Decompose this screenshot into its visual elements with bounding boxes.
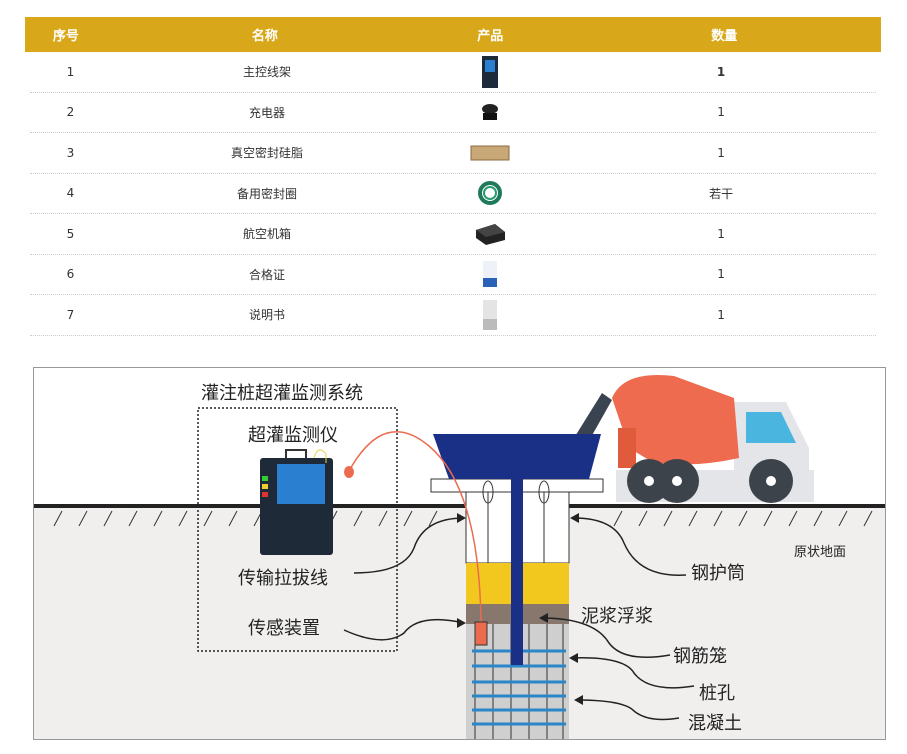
monitor-device xyxy=(260,449,333,555)
concrete-mixer-truck xyxy=(574,374,814,503)
table-row: 1 主控线架 1 xyxy=(30,52,876,93)
header-product: 产品 xyxy=(477,29,504,44)
table-row: 7 说明书 1 xyxy=(30,295,876,336)
header-no: 序号 xyxy=(52,29,79,44)
concrete-label: 混凝土 xyxy=(688,713,742,734)
header-name: 名称 xyxy=(251,29,278,44)
cage-label: 钢筋笼 xyxy=(673,646,727,667)
main-controller-image xyxy=(423,54,556,90)
row-no: 6 xyxy=(66,267,75,282)
row-qty: 1 xyxy=(717,307,725,322)
row-name: 主控线架 xyxy=(243,65,292,80)
sensor-device xyxy=(474,621,488,646)
monitoring-system-diagram: 灌注桩超灌监测系统 超灌监测仪 传输拉拔线 传感装置 钢护筒 原状地面 泥浆浮浆… xyxy=(33,367,886,740)
row-no: 7 xyxy=(66,307,75,322)
row-name: 充电器 xyxy=(249,105,286,120)
table-header: 序号 名称 产品 数量 xyxy=(25,17,881,52)
leader-arrowheads xyxy=(457,513,583,705)
system-title-label: 灌注桩超灌监测系统 xyxy=(201,383,363,404)
row-no: 3 xyxy=(66,145,75,160)
sensor-label: 传感装置 xyxy=(248,618,320,639)
row-no: 5 xyxy=(66,226,75,241)
transmission-cable xyxy=(348,430,482,623)
row-name: 备用密封圈 xyxy=(237,186,298,201)
flight-case-image xyxy=(423,222,556,246)
device-label: 超灌监测仪 xyxy=(248,425,338,446)
cable-label: 传输拉拔线 xyxy=(238,568,328,589)
row-qty: 1 xyxy=(717,226,725,241)
ground-label: 原状地面 xyxy=(794,545,847,560)
system-dashed-box xyxy=(197,407,398,652)
row-qty: 1 xyxy=(717,105,725,120)
row-name: 合格证 xyxy=(249,267,286,282)
manual-image xyxy=(423,299,556,331)
table-row: 3 真空密封硅脂 1 xyxy=(30,133,876,174)
row-no: 1 xyxy=(66,64,75,79)
row-no: 4 xyxy=(66,186,75,201)
row-name: 真空密封硅脂 xyxy=(231,146,304,161)
row-qty: 1 xyxy=(716,64,726,79)
table-row: 2 充电器 1 xyxy=(30,93,876,133)
row-qty: 若干 xyxy=(709,186,734,201)
casing-label: 钢护筒 xyxy=(691,563,745,584)
table-row: 6 合格证 1 xyxy=(30,255,876,295)
silicone-grease-box-image xyxy=(423,143,556,163)
header-qty: 数量 xyxy=(711,29,738,44)
table-row: 4 备用密封圈 若干 xyxy=(30,174,876,214)
row-no: 2 xyxy=(66,105,75,120)
certificate-image xyxy=(423,260,556,288)
leader-lines xyxy=(343,517,695,721)
table-row: 5 航空机箱 1 xyxy=(30,214,876,255)
seal-rings-image xyxy=(423,180,556,206)
slurry-label: 泥浆浮浆 xyxy=(581,606,653,627)
hole-label: 桩孔 xyxy=(699,683,735,704)
product-list-table: 序号 名称 产品 数量 1 主控线架 1 2 充电器 1 3 真空密封硅脂 1 4 备用密封圈… xyxy=(25,17,881,336)
charger-image xyxy=(423,101,556,123)
diagram-graphics xyxy=(34,368,885,739)
tremie-pipe xyxy=(511,479,523,665)
row-name: 航空机箱 xyxy=(243,227,292,242)
row-name: 说明书 xyxy=(249,308,286,323)
row-qty: 1 xyxy=(717,267,725,282)
hopper xyxy=(433,434,601,479)
row-qty: 1 xyxy=(717,145,725,160)
